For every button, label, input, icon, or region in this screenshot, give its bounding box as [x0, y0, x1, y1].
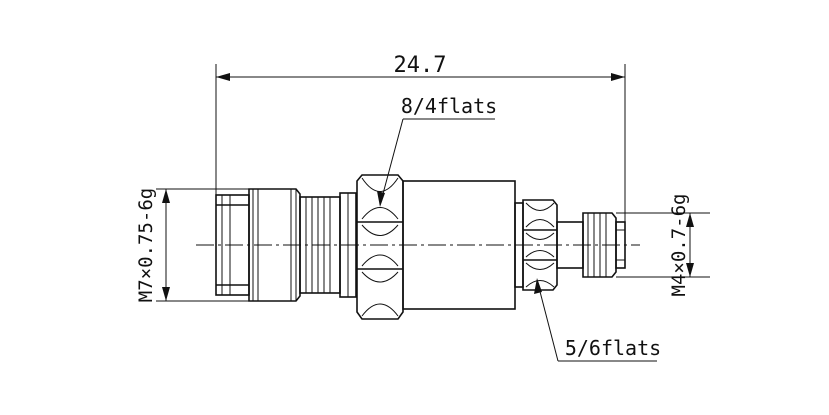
right-thread-dimension: [616, 212, 710, 278]
right-thread-label: M4×0.7-6g: [668, 194, 690, 297]
hex-small-leader: [534, 278, 657, 362]
hex-large-callout: 8/4flats: [401, 94, 497, 118]
left-thread-dimension: [156, 188, 249, 302]
left-thread-label: M7×0.75-6g: [135, 188, 157, 302]
hex-large-leader: [377, 118, 495, 207]
overall-length-dimension: [215, 64, 626, 222]
right-connector-body: [556, 212, 626, 278]
overall-length-label: 24.7: [394, 53, 447, 78]
hex-small-callout: 5/6flats: [565, 336, 661, 360]
small-hex-nut: [514, 199, 558, 291]
left-connector-body: [215, 188, 357, 302]
large-hex-nut: [356, 174, 404, 320]
